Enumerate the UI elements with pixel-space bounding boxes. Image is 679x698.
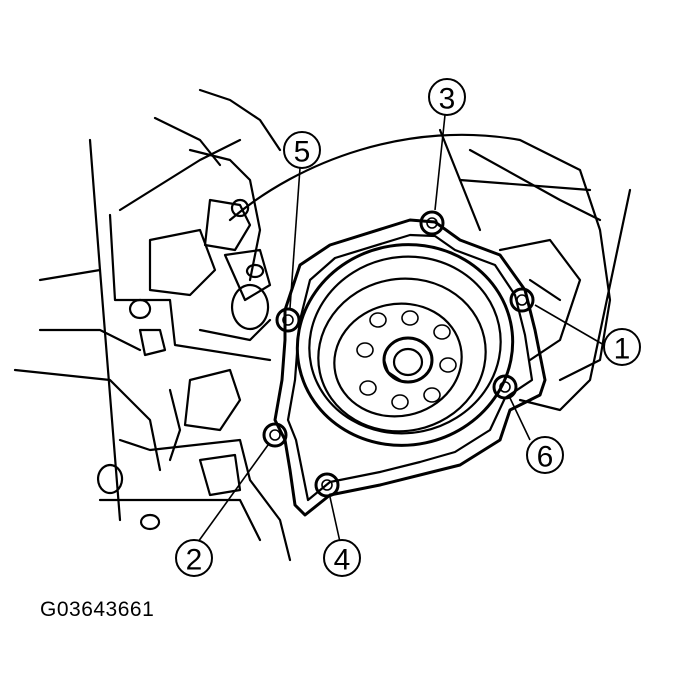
callout-1-label: 1 [614, 333, 631, 366]
callout-4: 4 [323, 539, 361, 577]
callout-2-label: 2 [186, 544, 203, 577]
oil-seal [295, 243, 515, 447]
bolt-4 [314, 472, 340, 498]
leader-3 [434, 114, 446, 211]
leader-2 [197, 444, 269, 543]
engine-block [13, 88, 292, 562]
callout-5-label: 5 [294, 136, 311, 169]
callout-6: 6 [526, 436, 564, 474]
bolt-1 [509, 287, 535, 313]
bolt-2 [262, 422, 288, 448]
callout-3: 3 [428, 78, 466, 116]
callout-1: 1 [603, 328, 641, 366]
callout-5: 5 [283, 131, 321, 169]
leader-6 [509, 397, 531, 441]
bolt-5 [275, 307, 301, 333]
callout-4-label: 4 [334, 544, 351, 577]
callout-3-label: 3 [439, 83, 456, 116]
seal-housing-plate [273, 218, 547, 517]
bolt-6 [492, 374, 518, 400]
leader-4 [329, 496, 341, 543]
bolts [262, 210, 535, 498]
crankshaft-hub [356, 310, 457, 410]
callout-2: 2 [175, 539, 213, 577]
flywheel [228, 128, 632, 412]
callout-6-label: 6 [537, 441, 554, 474]
leader-1 [534, 304, 605, 346]
figure-code: G03643661 [40, 598, 155, 621]
bolt-3 [419, 210, 445, 236]
leader-lines [197, 114, 605, 543]
leader-5 [289, 167, 301, 309]
